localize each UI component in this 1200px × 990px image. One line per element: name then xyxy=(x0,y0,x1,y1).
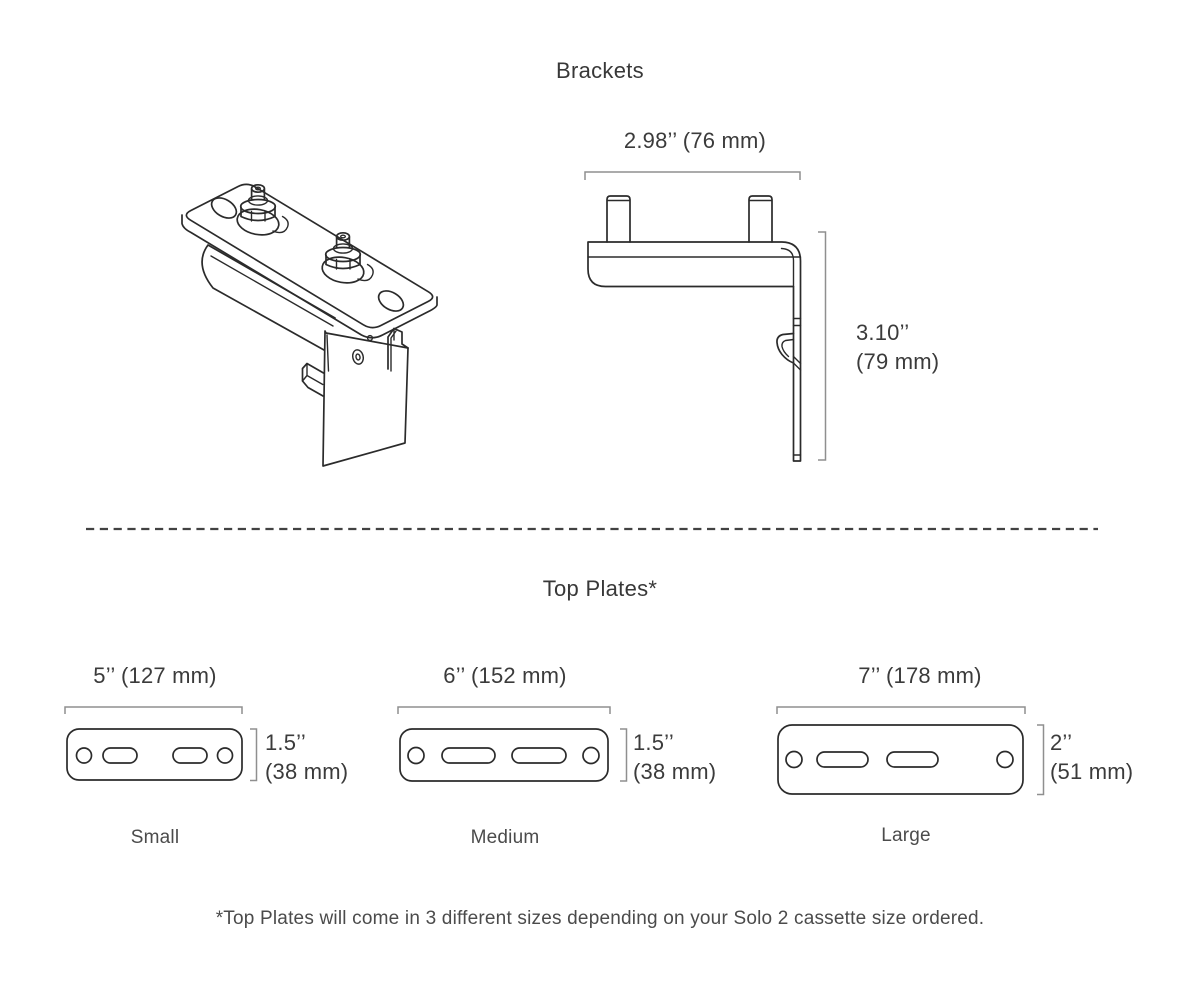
plate-medium-height-mm: (38 mm) xyxy=(633,758,717,784)
plate-small-width-dimension: 5’’ (127 mm) xyxy=(93,663,217,688)
nut-assembly-2 xyxy=(321,231,374,284)
bracket-isometric-drawing xyxy=(181,183,438,467)
bracket-side-view-drawing xyxy=(584,171,827,462)
plate-small-drawing xyxy=(64,706,258,782)
plate-large-height-inches: 2’’ xyxy=(1050,730,1073,755)
plate-medium-label: Medium xyxy=(470,827,540,848)
top-plates-footnote: *Top Plates will come in 3 different siz… xyxy=(215,908,985,929)
bracket-width-dimension: 2.98’’ (76 mm) xyxy=(623,128,767,153)
plate-small-height-mm: (38 mm) xyxy=(265,758,349,784)
plate-medium-drawing xyxy=(397,706,628,782)
height-dimension-bracket xyxy=(818,231,827,461)
plate-medium-height-dimension: 1.5’’ (38 mm) xyxy=(633,729,716,786)
bracket-height-dimension: 3.10’’ (79 mm) xyxy=(856,318,939,376)
plate-medium-width-dimension: 6’’ (152 mm) xyxy=(443,663,567,688)
plate-small-height-dimension: 1.5’’ (38 mm) xyxy=(265,729,348,786)
width-dimension-bracket xyxy=(584,171,801,180)
plate-large-width-dimension: 7’’ (178 mm) xyxy=(858,663,982,688)
plate-medium-height-inches: 1.5’’ xyxy=(633,730,674,755)
bracket-height-mm: (79 mm) xyxy=(856,349,940,374)
bracket-height-inches: 3.10’’ xyxy=(856,320,910,345)
plate-large-height-dimension: 2’’ (51 mm) xyxy=(1050,729,1133,786)
plate-small-label: Small xyxy=(130,827,180,848)
plate-large-height-mm: (51 mm) xyxy=(1050,758,1134,784)
nut-assembly-1 xyxy=(236,183,289,236)
brackets-section-title: Brackets xyxy=(556,58,644,83)
section-divider xyxy=(86,527,1098,531)
top-plates-section-title: Top Plates* xyxy=(542,576,658,601)
plate-small-height-inches: 1.5’’ xyxy=(265,730,306,755)
plate-large-label: Large xyxy=(881,825,931,846)
plate-large-drawing xyxy=(776,706,1045,796)
